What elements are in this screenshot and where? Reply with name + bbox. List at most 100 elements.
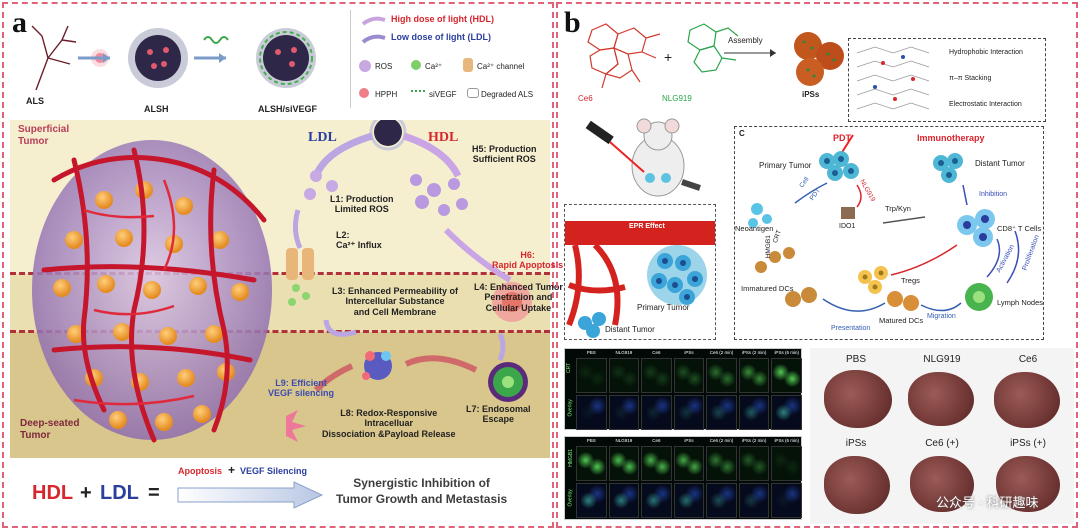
sivegf-icon [411,90,425,95]
hmgb1-col-4: Ce6 (2 min) [709,438,734,443]
hmgb1-cell [641,483,672,518]
hmgb1-cell [641,446,672,481]
divider-2 [10,330,550,333]
distant-tumor-zoom: Distant Tumor [605,325,655,334]
hmgb1-cell [771,483,802,518]
c-label: C [739,129,745,138]
preparation-schematic [31,25,316,91]
h6-text: H6: Rapid Apoptosis [492,250,564,271]
divider-1 [10,272,550,275]
panel-a-letter: a [12,6,27,39]
eq-vegf-silencing: VEGF Silencing [240,466,308,476]
organ-ipss [824,456,890,514]
migration-label: Migration [927,313,956,320]
hmgb1-cell [576,483,607,518]
panel-a: a ALS ALSH + ALSH/siVEGF High dose of li… [2,2,563,528]
crt-cell [608,395,640,430]
als-scaffold [31,25,77,91]
hmgb1-cell [738,483,770,518]
immunotherapy-title: Immunotherapy [917,133,985,143]
ca-icon [411,60,421,70]
organ-ce6 [994,372,1060,428]
ipss-particles [794,32,844,86]
hmgb1-col-1: NLG919 [615,438,633,443]
crt-row-label: CRT [566,362,573,373]
crt-cell [706,395,737,430]
eq-apoptosis: Apoptosis [178,466,222,476]
eq-synergy: Synergistic Inhibition of Tumor Growth a… [336,476,508,506]
mouse-laser [585,118,701,197]
tregs-label: Tregs [901,276,920,285]
immune-cycle-box: C PDT Immunotherapy [734,126,1044,340]
primary-tumor-zoom: Primary Tumor [637,303,690,312]
degraded-icon [467,88,479,98]
legend-hdl: High dose of light (HDL) [391,14,494,24]
organ-label-ce6-plus: Ce6 (+) [925,438,959,449]
panel-b-letter: b [564,6,581,39]
ipss-label: iPSs [802,90,820,99]
crt-cell [738,395,770,430]
distant-tumor-label: Distant Tumor [975,159,1025,168]
legend-ca: Ca²⁺ [425,62,443,71]
crt-cell [673,395,705,430]
alsh-label: ALSH [144,104,169,114]
crt-cell [576,358,607,393]
l3-text: L3: Enhanced Permeability of Intercellul… [332,286,459,317]
trp-kyn-label: Trp/Kyn [885,204,911,213]
crt-col-6: iPSs (6 min) [774,350,799,355]
assembly-label: Assembly [728,36,763,45]
immune-cycle-drawing [748,134,1020,312]
crt-cell [738,358,770,393]
hmgb1-cell [706,483,737,518]
ce6-label: Ce6 [578,94,593,103]
l2-text: L2: Ca²⁺ Influx [336,230,382,251]
l8-text: L8: Redox-Responsive Intracelluar Dissoc… [322,408,456,439]
pdt-title: PDT [833,133,851,143]
crt-cell [771,358,802,393]
ldl-label: LDL [308,130,337,145]
tumor-mass [32,140,272,443]
vessel-label: EPR Effect [629,223,665,230]
hmgb1-cell [608,446,640,481]
ros-icon [359,60,371,72]
organ-ipss-plus [996,456,1060,512]
eq-plus2: + [228,463,236,477]
overlay-row-label: Overlay [567,399,574,417]
eq-hdl: HDL [32,482,74,504]
crt-cell [706,358,737,393]
eq-plus: + [80,482,92,504]
big-arrow [177,481,324,509]
crt-cell [641,395,672,430]
h5-text: H5: Production Sufficient ROS [472,144,537,165]
plus-sign: + [664,49,672,65]
organ-label-ce6: Ce6 [1018,354,1038,365]
legend-ros: ROS [375,62,393,71]
ca-channel-icon [463,58,473,72]
crt-cell [608,358,640,393]
stacking-schematic [856,46,930,110]
cd8-label: CD8⁺ T Cells [997,224,1042,233]
hmgb1-col-0: PBS [586,438,596,443]
organ-label-ipss: iPSs [845,438,867,449]
immatured-dcs-label: Immatured DCs [741,284,794,293]
assembly-arrow [724,49,776,57]
interaction-2: π–π Stacking [949,75,992,82]
panel-b: b + Ce6 NLG919 Assembly iPSs [556,2,1078,528]
legend-degraded: Degraded ALS [481,90,534,99]
overlay2-row-label: Overlay [567,489,574,507]
presentation-label: Presentation [831,325,871,332]
legend-ldl: Low dose of light (LDL) [391,32,491,42]
deep-label: Deep-seated Tumor [20,418,80,441]
hmgb1-cell [576,446,607,481]
mechanism-arrows [286,120,532,442]
hmgb1-cell [673,483,705,518]
crt-col-5: iPSs (2 min) [741,350,767,355]
l4-text: L4: Enhanced Tumor Penetration and Cellu… [474,282,563,313]
crt-col-2: Ce6 [652,350,661,355]
crt-cell [771,395,802,430]
hmgb1-cell [706,446,737,481]
hmgb1-cell [738,446,770,481]
